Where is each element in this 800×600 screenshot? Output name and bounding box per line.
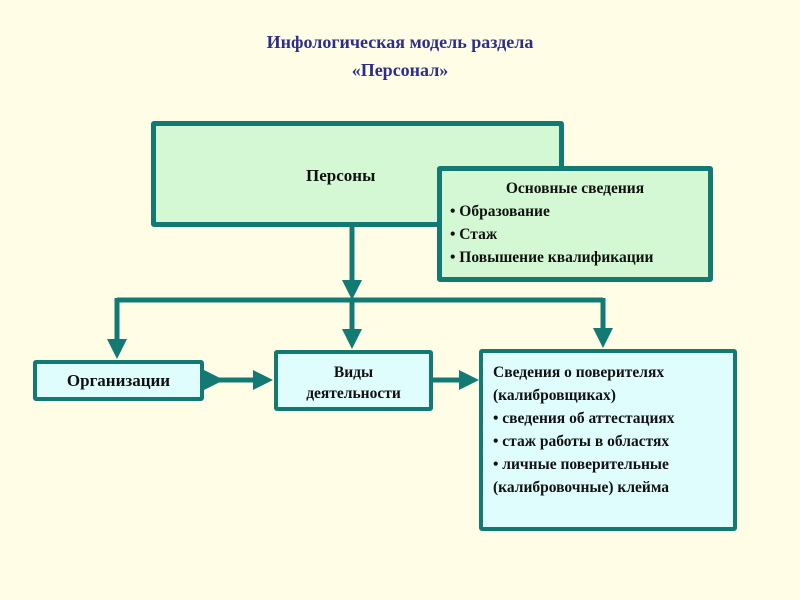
- verifiers-line: • личные поверительные: [493, 456, 669, 473]
- organizations-box: Организации: [33, 360, 204, 401]
- verifiers-box: Сведения о поверителях (калибровщиках) •…: [479, 349, 737, 531]
- organizations-label: Организации: [66, 371, 171, 390]
- verifiers-line: Сведения о поверителях: [493, 364, 665, 381]
- verifiers-line: • стаж работы в областях: [493, 433, 670, 450]
- verifiers-line: (калибровщиках): [493, 387, 616, 404]
- basic-info-item: • Стаж: [450, 226, 498, 243]
- basic-info-item: • Повышение квалификации: [450, 249, 654, 266]
- verifiers-line: (калибровочные) клейма: [493, 479, 670, 496]
- activities-line-2: деятельности: [306, 385, 401, 402]
- basic-info-heading: Основные сведения: [505, 180, 645, 197]
- persons-label: Персоны: [306, 166, 376, 185]
- title-line-2: «Персонал»: [351, 60, 449, 80]
- basic-info-item: • Образование: [450, 203, 550, 220]
- basic-info-box: Основные сведения • Образование • Стаж •…: [437, 166, 713, 282]
- activities-box: Виды деятельности: [274, 350, 433, 411]
- title-line-1: Инфологическая модель раздела: [266, 32, 534, 52]
- activities-line-1: Виды: [333, 364, 374, 381]
- verifiers-line: • сведения об аттестациях: [493, 410, 675, 427]
